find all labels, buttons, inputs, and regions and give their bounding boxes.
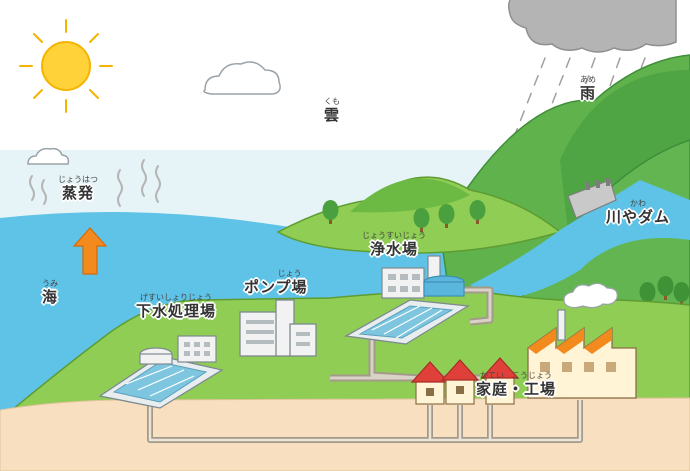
cloud-icon: [203, 61, 281, 95]
river-dam-text: 川やダム: [606, 208, 671, 226]
purification-plant-reading: じょうすいじょう: [362, 231, 426, 240]
pump-station-reading: じょう: [277, 269, 302, 278]
up-arrow-icon: [72, 227, 108, 275]
homes-factories-text: 家庭・工場: [476, 380, 557, 398]
sewage-plant-icon: [98, 335, 224, 409]
island-hill: [350, 178, 470, 213]
evaporation-label: じょうはつ 蒸発: [58, 176, 98, 201]
river-dam-reading: かわ: [630, 199, 646, 208]
dam-icon: [567, 178, 617, 219]
rain-reading: あめ: [580, 75, 596, 84]
sea-text: 海: [42, 288, 59, 306]
purification-plant-text: 浄水場: [369, 240, 418, 258]
purification-plant-label: じょうすいじょう 浄水場: [362, 232, 426, 257]
small-cloud-icon: [27, 147, 70, 165]
rain-text: 雨: [580, 84, 597, 102]
house-icon: [410, 357, 520, 405]
purification-plant-icon: [343, 255, 470, 345]
cloud-label: くも 雲: [324, 98, 340, 123]
homes-factories-label: かてい こうじょう 家庭・工場: [476, 372, 556, 397]
pump-station-label: じょう ポンプ場: [244, 270, 308, 295]
evaporation-text: 蒸発: [61, 184, 94, 202]
sewage-plant-label: げすいしょりじょう 下水処理場: [136, 294, 216, 319]
underground-pipes-inner: [148, 400, 582, 442]
evaporation-wave-icon: [29, 159, 161, 207]
sewage-plant-text: 下水処理場: [136, 302, 217, 320]
sun-icon: [19, 19, 113, 113]
rain-cloud-icon: [508, 0, 677, 53]
pump-station-text: ポンプ場: [244, 278, 308, 296]
river-dam-label: かわ 川やダム: [606, 200, 670, 225]
sea-reading: うみ: [42, 279, 58, 288]
homes-factories-reading: かてい こうじょう: [480, 371, 552, 380]
sea-label: うみ 海: [42, 280, 58, 305]
river: [470, 180, 690, 300]
pump-station-icon: [239, 299, 317, 357]
sewage-plant-reading: げすいしょりじょう: [140, 293, 212, 302]
factory-icon: [527, 282, 637, 399]
cloud-text: 雲: [324, 106, 341, 124]
rain-label: あめ 雨: [580, 76, 596, 101]
evaporation-reading: じょうはつ: [58, 175, 98, 184]
ground-soil: [0, 397, 690, 471]
cloud-reading: くも: [324, 97, 340, 106]
tree-icon: [322, 200, 690, 306]
